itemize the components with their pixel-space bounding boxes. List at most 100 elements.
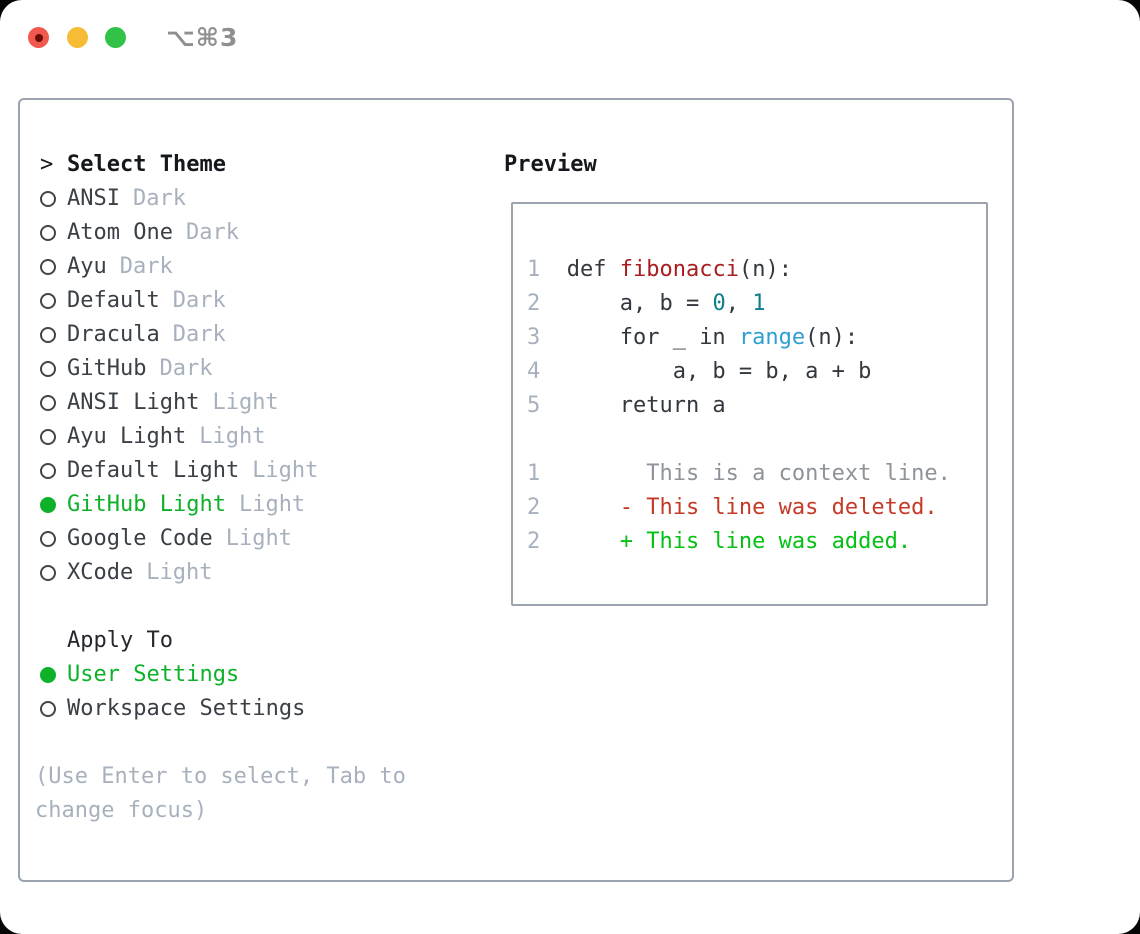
code-line: 1 This is a context line. xyxy=(527,457,986,491)
code-line: 2 + This line was added. xyxy=(527,525,986,559)
line-number: 1 xyxy=(527,257,541,282)
code-token-function: fibonacci xyxy=(619,257,739,282)
radio-selected-icon[interactable] xyxy=(40,667,56,683)
apply-option-workspace-settings[interactable]: Workspace Settings xyxy=(20,692,490,726)
option-label[interactable]: Default Light xyxy=(67,458,240,483)
apply-to-header: Apply To xyxy=(20,624,490,658)
theme-option-dracula[interactable]: Dracula Dark xyxy=(20,318,490,352)
theme-variant-badge: Light xyxy=(238,492,306,517)
radio-icon[interactable] xyxy=(40,225,56,241)
option-label[interactable]: XCode xyxy=(67,560,134,585)
zoom-button-icon[interactable] xyxy=(105,27,126,48)
theme-option-ansi-light[interactable]: ANSI Light Light xyxy=(20,386,490,420)
theme-option-xcode[interactable]: XCode Light xyxy=(20,556,490,590)
select-theme-title: Select Theme xyxy=(67,152,226,177)
radio-icon[interactable] xyxy=(40,361,56,377)
theme-variant-badge: Dark xyxy=(159,356,213,381)
option-label[interactable]: ANSI xyxy=(67,186,120,211)
code-token-added: + This line was added. xyxy=(540,529,912,554)
radio-icon[interactable] xyxy=(40,701,56,717)
code-token-default: a, b = b, a + b xyxy=(540,359,872,384)
radio-icon[interactable] xyxy=(40,565,56,581)
code-token-default: (n): xyxy=(738,257,792,282)
radio-icon[interactable] xyxy=(40,327,56,343)
code-line: 2 a, b = 0, 1 xyxy=(527,287,986,321)
radio-icon[interactable] xyxy=(40,429,56,445)
radio-icon[interactable] xyxy=(40,463,56,479)
option-label[interactable]: Google Code xyxy=(67,526,213,551)
titlebar: ⌥⌘3 xyxy=(0,0,1140,74)
theme-option-ayu[interactable]: Ayu Dark xyxy=(20,250,490,284)
option-label[interactable]: Atom One xyxy=(67,220,173,245)
code-token-number: 0 xyxy=(712,291,726,316)
theme-variant-badge: Dark xyxy=(172,322,226,347)
close-button-icon[interactable] xyxy=(28,27,49,48)
code-token-default: , xyxy=(725,291,753,316)
theme-variant-badge: Dark xyxy=(119,254,173,279)
option-label[interactable]: Default xyxy=(67,288,160,313)
spacer xyxy=(20,726,490,760)
radio-selected-icon[interactable] xyxy=(40,497,56,513)
theme-option-atom-one[interactable]: Atom One Dark xyxy=(20,216,490,250)
theme-option-ayu-light[interactable]: Ayu Light Light xyxy=(20,420,490,454)
option-label[interactable]: Workspace Settings xyxy=(67,696,306,721)
option-label[interactable]: GitHub Light xyxy=(67,492,226,517)
keyboard-hint-line-2: change focus) xyxy=(35,798,208,823)
code-token-builtin: range xyxy=(738,325,806,350)
radio-icon[interactable] xyxy=(40,395,56,411)
line-number: 4 xyxy=(527,359,541,384)
code-line: 4 a, b = b, a + b xyxy=(527,355,986,389)
line-number: 1 xyxy=(527,461,541,486)
radio-icon[interactable] xyxy=(40,259,56,275)
radio-icon[interactable] xyxy=(40,191,56,207)
option-label[interactable]: Dracula xyxy=(67,322,160,347)
theme-option-github-light[interactable]: GitHub Light Light xyxy=(20,488,490,522)
code-line xyxy=(527,423,986,457)
theme-option-google-code[interactable]: Google Code Light xyxy=(20,522,490,556)
theme-variant-badge: Light xyxy=(225,526,292,551)
keyboard-hint-line-1: (Use Enter to select, Tab to xyxy=(35,764,406,789)
code-token-context: This is a context line. xyxy=(540,461,951,486)
option-label[interactable]: ANSI Light xyxy=(67,390,200,415)
preview-title: Preview xyxy=(504,152,597,177)
focus-caret-icon: > xyxy=(40,152,54,177)
code-token-default: (n): xyxy=(805,325,859,350)
radio-icon[interactable] xyxy=(40,293,56,309)
option-label[interactable]: Ayu Light xyxy=(67,424,187,449)
theme-option-github[interactable]: GitHub Dark xyxy=(20,352,490,386)
code-token-deleted: - This line was deleted. xyxy=(540,495,938,520)
option-label[interactable]: Ayu xyxy=(67,254,107,279)
minimize-button-icon[interactable] xyxy=(67,27,88,48)
option-label[interactable]: GitHub xyxy=(67,356,147,381)
theme-variant-badge: Dark xyxy=(185,220,239,245)
option-label[interactable]: User Settings xyxy=(67,662,240,687)
code-line: 5 return a xyxy=(527,389,986,423)
code-token-default: a, b = xyxy=(540,291,713,316)
select-theme-header: > Select Theme xyxy=(20,148,490,182)
line-number: 3 xyxy=(527,325,541,350)
theme-variant-badge: Light xyxy=(212,390,279,415)
line-number: 2 xyxy=(527,291,541,316)
apply-to-title: Apply To xyxy=(67,628,173,653)
code-token-default: def xyxy=(540,257,620,282)
apply-option-user-settings[interactable]: User Settings xyxy=(20,658,490,692)
spacer xyxy=(20,590,490,624)
theme-option-ansi[interactable]: ANSI Dark xyxy=(20,182,490,216)
theme-variant-badge: Light xyxy=(146,560,213,585)
code-line: 2 - This line was deleted. xyxy=(527,491,986,525)
theme-variant-badge: Dark xyxy=(132,186,186,211)
window-shortcut-label: ⌥⌘3 xyxy=(166,23,239,52)
code-token-number: 1 xyxy=(752,291,766,316)
code-line: 1 def fibonacci(n): xyxy=(527,253,986,287)
radio-icon[interactable] xyxy=(40,531,56,547)
theme-variant-badge: Light xyxy=(199,424,266,449)
code-token-default: for _ in xyxy=(540,325,739,350)
